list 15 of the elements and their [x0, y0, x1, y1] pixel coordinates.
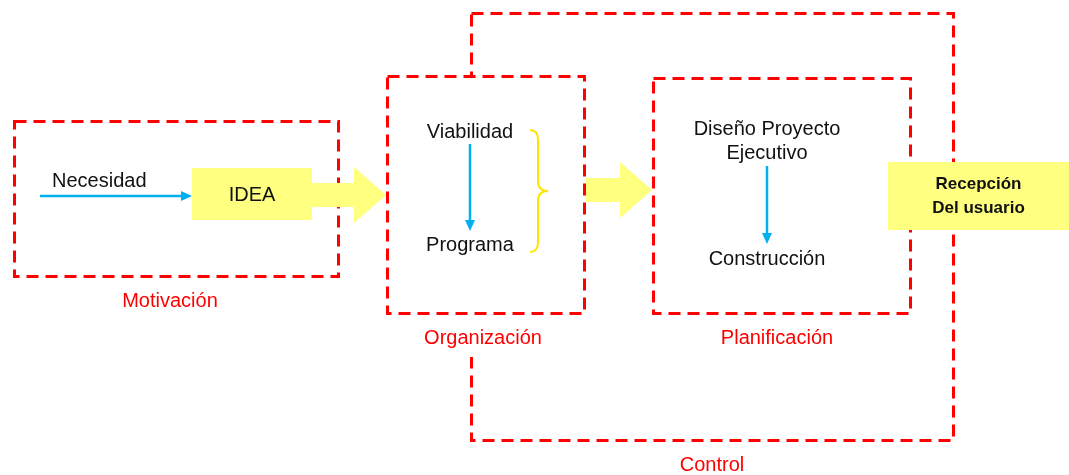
stage-label: Motivación — [121, 288, 219, 312]
process-box: IDEA — [192, 168, 312, 220]
stage-label: Control — [678, 452, 746, 475]
step-text: Diseño Proyecto Ejecutivo — [692, 116, 842, 164]
block-arrow — [312, 167, 386, 223]
step-text: Programa — [426, 232, 514, 256]
arrow — [762, 166, 772, 244]
step-text: Viabilidad — [426, 119, 514, 143]
process-box: Recepción Del usuario — [888, 162, 1069, 230]
block-arrow — [586, 162, 652, 218]
stage-label: Planificación — [719, 325, 835, 349]
arrow — [465, 144, 475, 231]
stage-label: Organización — [423, 325, 543, 349]
arrow — [40, 191, 192, 201]
step-text: Construcción — [708, 246, 826, 270]
